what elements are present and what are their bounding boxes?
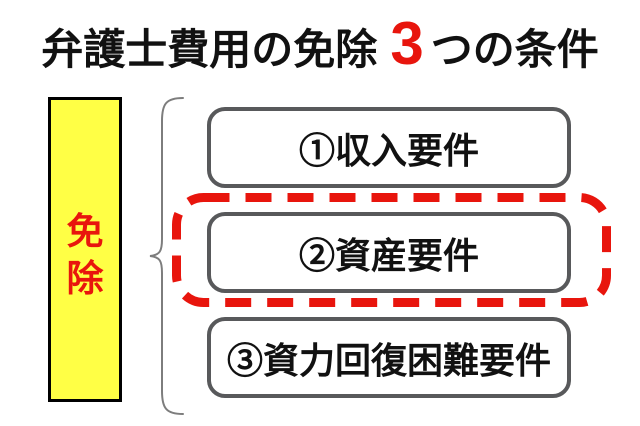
condition-label-recovery: ③資力回復困難要件 bbox=[226, 339, 551, 381]
grouping-brace-path bbox=[149, 97, 184, 415]
condition-box-recovery: ③資力回復困難要件 bbox=[207, 317, 571, 398]
title-suffix: つの条件 bbox=[430, 26, 599, 73]
condition-label-assets: ②資産要件 bbox=[298, 234, 479, 276]
page-title: 弁護士費用の免除 3 つの条件 bbox=[0, 14, 640, 74]
title-highlight-number: 3 bbox=[390, 10, 424, 77]
condition-box-assets: ②資産要件 bbox=[207, 212, 571, 293]
title-prefix: 弁護士費用の免除 bbox=[41, 26, 378, 73]
exemption-label: 免除 bbox=[66, 211, 104, 299]
exemption-box: 免除 bbox=[48, 97, 122, 402]
condition-box-income: ①収入要件 bbox=[207, 107, 571, 188]
highlight-dashed-outline bbox=[172, 193, 611, 307]
condition-label-income: ①収入要件 bbox=[298, 129, 479, 171]
highlight-dashed-rect bbox=[172, 193, 611, 307]
grouping-brace bbox=[149, 97, 184, 415]
